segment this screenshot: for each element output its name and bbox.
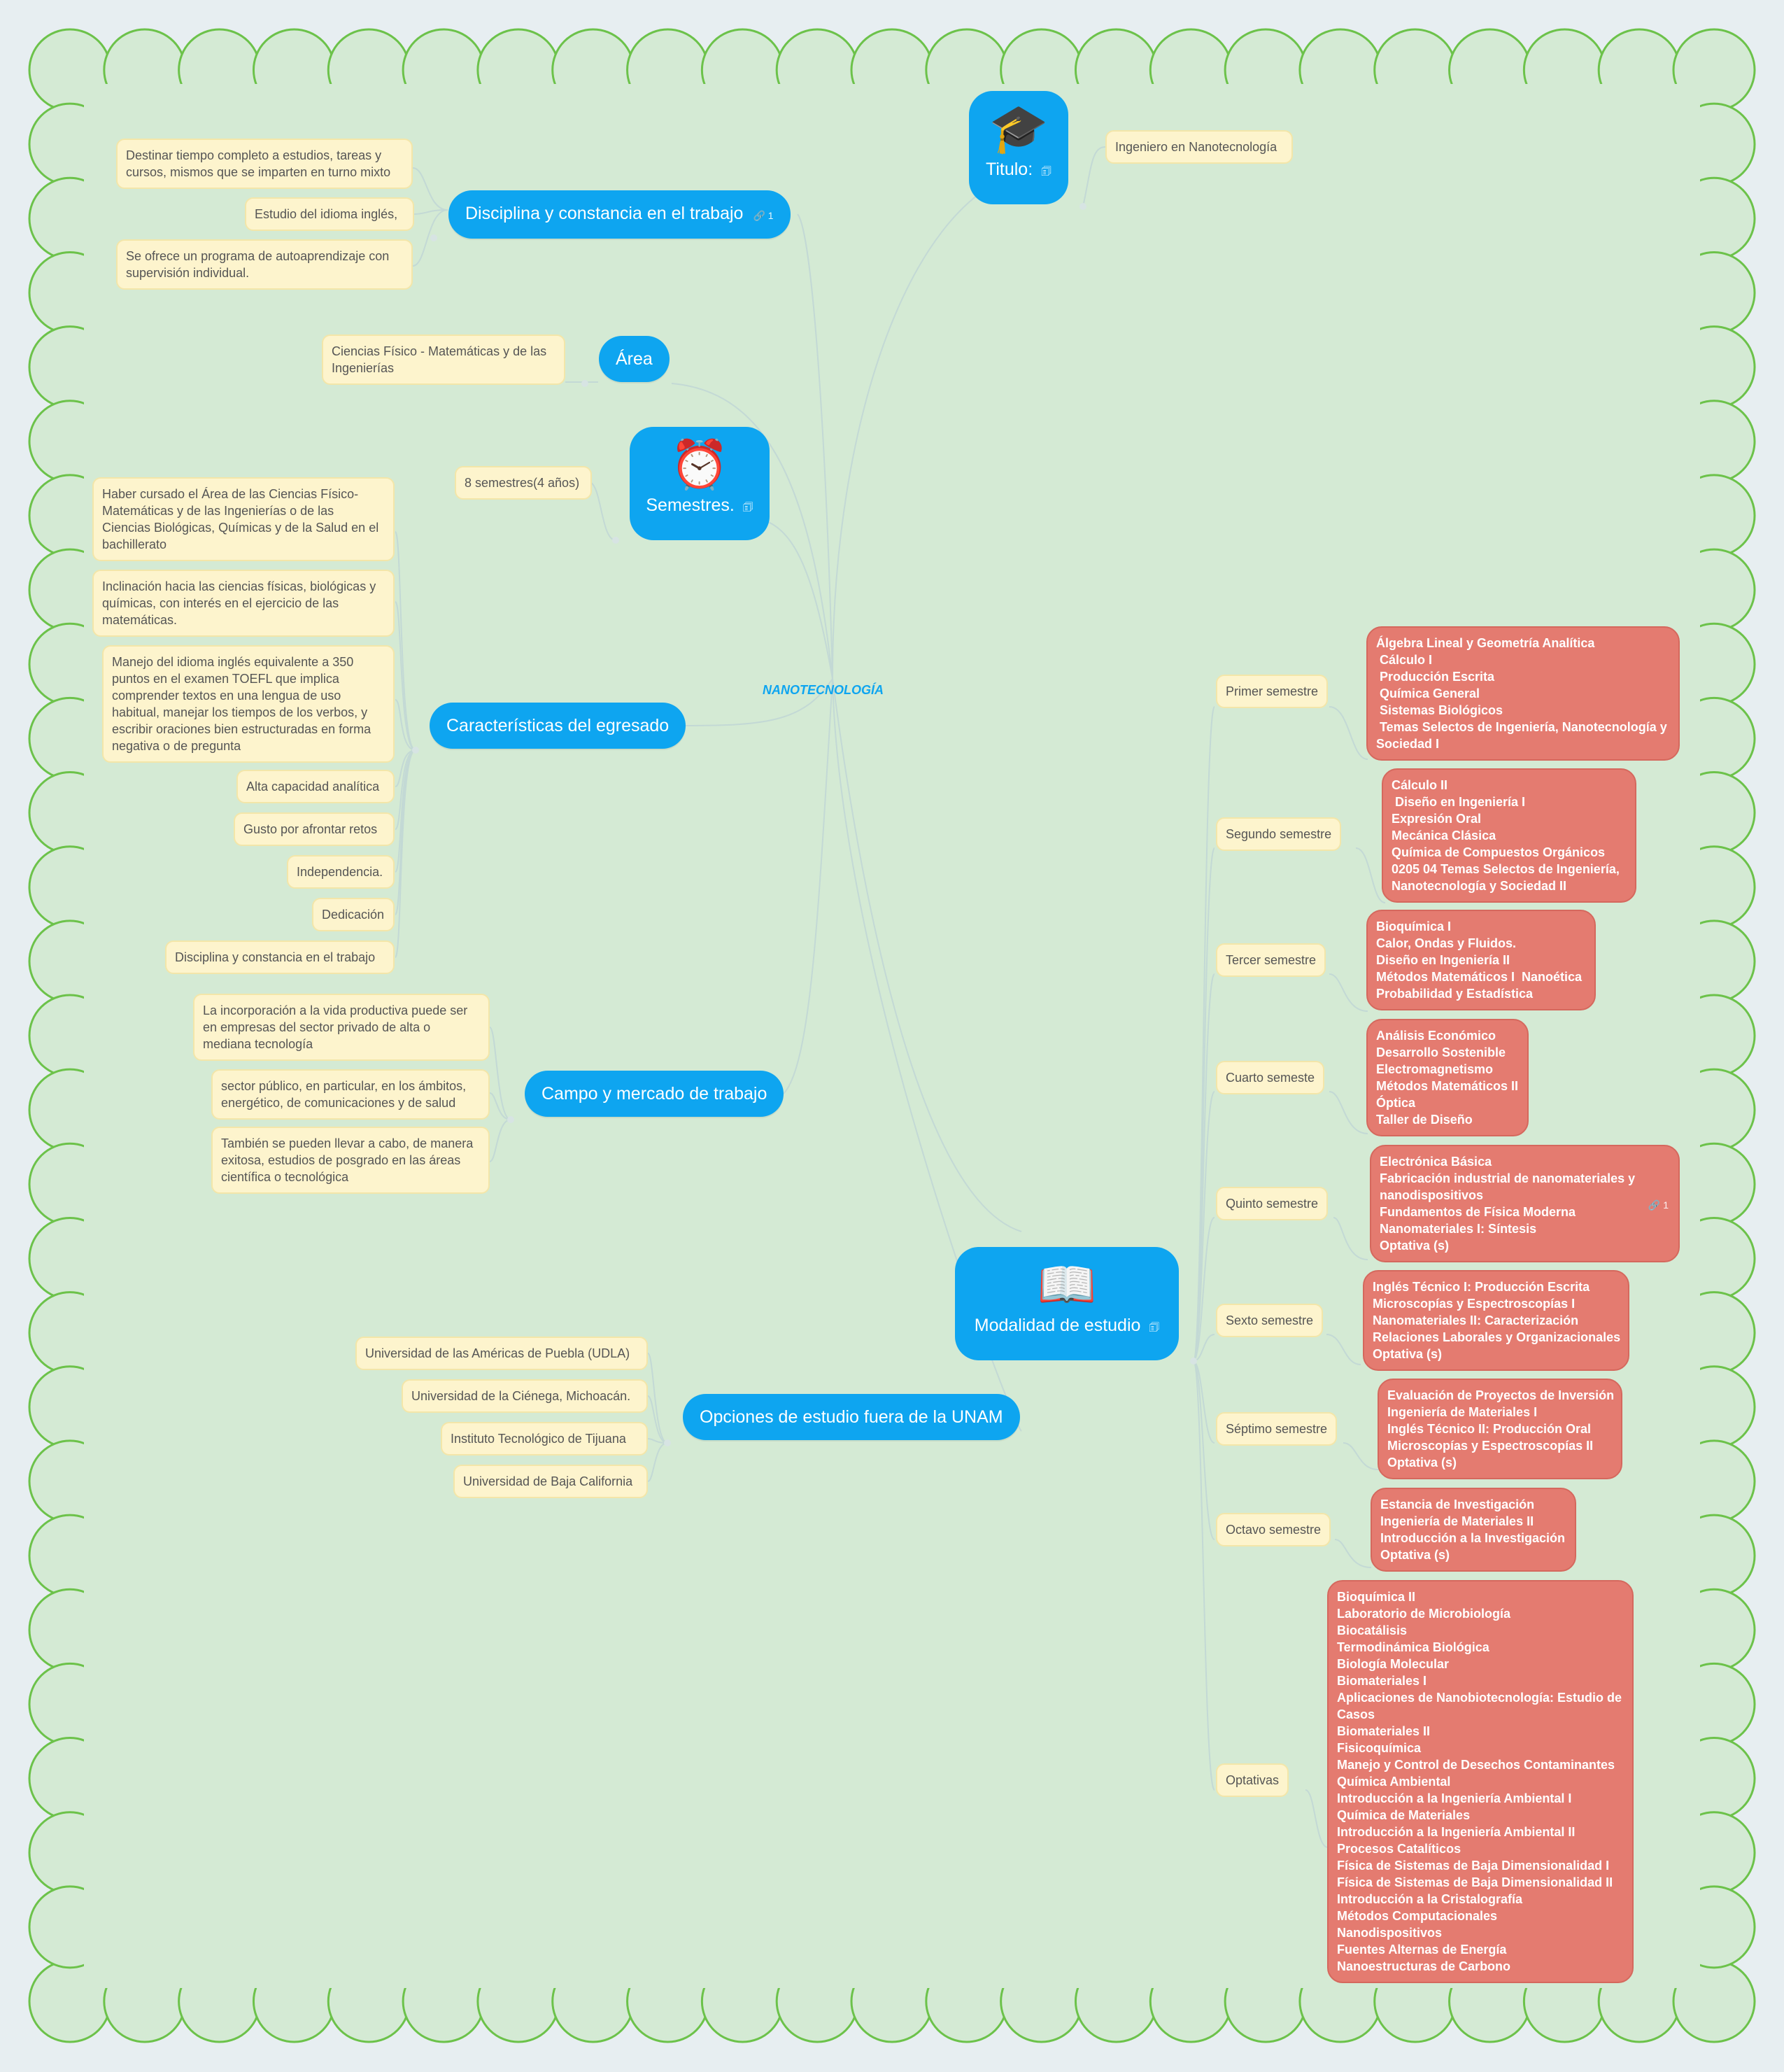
egresado-child-8[interactable]: Disciplina y constancia en el trabajo [165,940,395,974]
link-icon: 🔗 [753,210,768,221]
semester-3-label[interactable]: Tercer semestre [1216,943,1326,977]
campo-child-3[interactable]: También se pueden llevar a cabo, de mane… [211,1127,490,1194]
semester-4-subjects[interactable]: Análisis Económico Desarrollo Sostenible… [1366,1019,1529,1136]
egresado-child-1[interactable]: Haber cursado el Área de las Ciencias Fí… [92,477,395,561]
link-count: 1 [1663,1199,1669,1211]
opciones-topic[interactable]: Opciones de estudio fuera de la UNAM [683,1394,1020,1440]
note-icon: 🗊 [1149,1322,1160,1334]
semester-8-label[interactable]: Octavo semestre [1216,1513,1331,1546]
disciplina-topic[interactable]: Disciplina y constancia en el trabajo 🔗 1 [448,190,791,239]
alarm-clock-icon: ⏰ [670,438,730,491]
campo-child-2[interactable]: sector público, en particular, en los ám… [211,1069,490,1120]
semester-2-subjects[interactable]: Cálculo II Diseño en Ingeniería I Expres… [1382,768,1636,903]
disciplina-child-2[interactable]: Estudio del idioma inglés, [245,197,414,231]
campo-topic[interactable]: Campo y mercado de trabajo [525,1071,784,1117]
egresado-child-7[interactable]: Dedicación [312,898,395,931]
open-book-icon: 📖 [1037,1258,1097,1311]
semester-3-subjects[interactable]: Bioquímica I Calor, Ondas y Fluidos. Dis… [1366,910,1596,1010]
link-icon: 🔗 1 [1648,1199,1669,1211]
link-count: 1 [767,210,774,221]
semester-6-label[interactable]: Sexto semestre [1216,1304,1324,1337]
opciones-child-4[interactable]: Universidad de Baja California [453,1465,648,1498]
titulo-child[interactable]: Ingeniero en Nanotecnología [1105,130,1293,164]
root-topic[interactable]: NANOTECNOLOGÍA [763,683,884,697]
disciplina-label: Disciplina y constancia en el trabajo [465,204,744,223]
disciplina-child-1[interactable]: Destinar tiempo completo a estudios, tar… [116,139,413,189]
semester-7-label[interactable]: Séptimo semestre [1216,1412,1338,1446]
area-child[interactable]: Ciencias Físico - Matemáticas y de las I… [322,334,565,385]
modalidad-label: Modalidad de estudio [974,1316,1141,1335]
semester-6-subjects[interactable]: Inglés Técnico I: Producción Escrita Mic… [1363,1270,1629,1371]
egresado-child-5[interactable]: Gusto por afrontar retos [234,812,395,846]
optativas-subjects[interactable]: Bioquímica II Laboratorio de Microbiolog… [1327,1580,1634,1983]
modalidad-topic[interactable]: 📖 Modalidad de estudio 🗊 [955,1247,1179,1360]
campo-child-1[interactable]: La incorporación a la vida productiva pu… [193,994,490,1061]
semestres-topic[interactable]: ⏰ Semestres. 🗊 [630,427,770,540]
note-icon: 🗊 [1041,166,1052,178]
titulo-topic[interactable]: 🎓 Titulo: 🗊 [969,91,1068,204]
semester-2-label[interactable]: Segundo semestre [1216,817,1342,851]
semestres-label: Semestres. [646,495,735,515]
titulo-label: Titulo: [986,160,1033,179]
semester-5-label[interactable]: Quinto semestre [1216,1187,1329,1220]
opciones-child-3[interactable]: Instituto Tecnológico de Tijuana [441,1422,648,1456]
egresado-child-3[interactable]: Manejo del idioma inglés equivalente a 3… [102,645,395,763]
semester-7-subjects[interactable]: Evaluación de Proyectos de Inversión Ing… [1378,1379,1622,1479]
note-icon: 🗊 [742,502,753,514]
optativas-label[interactable]: Optativas [1216,1763,1289,1797]
graduation-cap-icon: 🎓 [989,102,1049,155]
semester-4-label[interactable]: Cuarto semeste [1216,1061,1325,1094]
opciones-child-2[interactable]: Universidad de la Ciénega, Michoacán. [402,1379,648,1413]
semester-5-subjects[interactable]: Electrónica Básica Fabricación industria… [1370,1145,1680,1262]
semestres-child[interactable]: 8 semestres(4 años) [455,466,592,500]
egresado-child-2[interactable]: Inclinación hacia las ciencias físicas, … [92,570,395,637]
area-topic[interactable]: Área [599,336,670,382]
semester-1-label[interactable]: Primer semestre [1216,675,1329,708]
semester-1-subjects[interactable]: Álgebra Lineal y Geometría Analítica Cál… [1366,626,1680,761]
disciplina-child-3[interactable]: Se ofrece un programa de autoaprendizaje… [116,239,413,290]
egresado-child-6[interactable]: Independencia. [287,855,395,889]
egresado-topic[interactable]: Características del egresado [430,703,686,749]
semester-8-subjects[interactable]: Estancia de Investigación Ingeniería de … [1371,1488,1576,1572]
egresado-child-4[interactable]: Alta capacidad analítica [236,770,395,803]
opciones-child-1[interactable]: Universidad de las Américas de Puebla (U… [355,1337,648,1370]
